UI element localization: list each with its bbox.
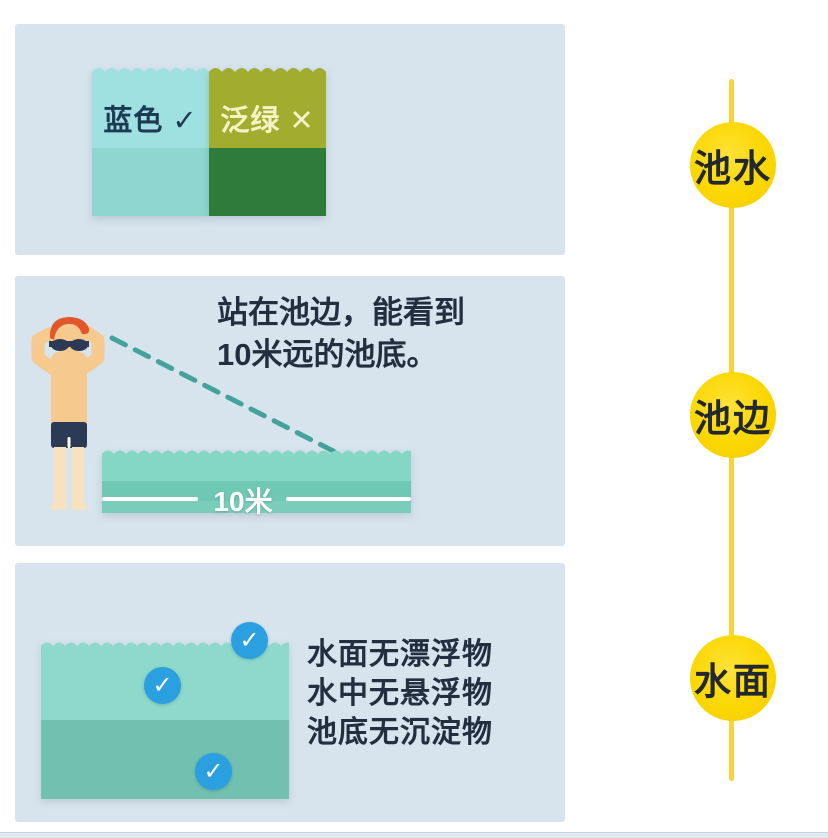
bad-water-swatch-shape bbox=[209, 68, 326, 216]
pool-distance-label: 10米 bbox=[213, 486, 273, 517]
timeline-node-pool-edge: 池边 bbox=[690, 372, 776, 458]
timeline-node-pool-water: 池水 bbox=[690, 122, 776, 208]
swimmer-figure-icon bbox=[31, 317, 105, 510]
good-water-label: 蓝色 ✓ bbox=[103, 105, 198, 137]
good-water-swatch bbox=[92, 65, 209, 216]
panel-water-color: 蓝色 ✓ 泛绿 ✕ bbox=[15, 24, 565, 255]
pool-cross-section: 10米 bbox=[102, 448, 414, 517]
panel-water-cleanliness: ✓ ✓ ✓ 水面无漂浮物 水中无悬浮物 池底无沉淀物 bbox=[15, 563, 565, 822]
rule-middle: 水中无悬浮物 bbox=[307, 677, 493, 710]
clarity-caption: 站在池边，能看到 10米远的池底。 bbox=[217, 292, 517, 376]
clarity-caption-line2: 10米远的池底。 bbox=[217, 337, 438, 372]
rule-bottom: 池底无沉淀物 bbox=[307, 716, 493, 749]
timeline-node-water-surface: 水面 bbox=[690, 635, 776, 721]
water-block-shape bbox=[41, 642, 289, 799]
bad-water-label: 泛绿 ✕ bbox=[220, 105, 315, 137]
bad-water-swatch bbox=[209, 65, 326, 216]
cleanliness-rules: 水面无漂浮物 水中无悬浮物 池底无沉淀物 bbox=[307, 635, 493, 752]
clarity-caption-line1: 站在池边，能看到 bbox=[217, 295, 465, 330]
good-water-swatch-shape bbox=[92, 68, 209, 216]
check-icon: ✓ bbox=[231, 622, 268, 659]
rule-surface: 水面无漂浮物 bbox=[307, 638, 493, 671]
bottom-edge-strip bbox=[0, 832, 828, 838]
pool-shape bbox=[102, 450, 414, 513]
panel-water-clarity: 站在池边，能看到 10米远的池底。 bbox=[15, 276, 565, 546]
check-icon: ✓ bbox=[144, 667, 181, 704]
check-icon: ✓ bbox=[195, 753, 232, 790]
